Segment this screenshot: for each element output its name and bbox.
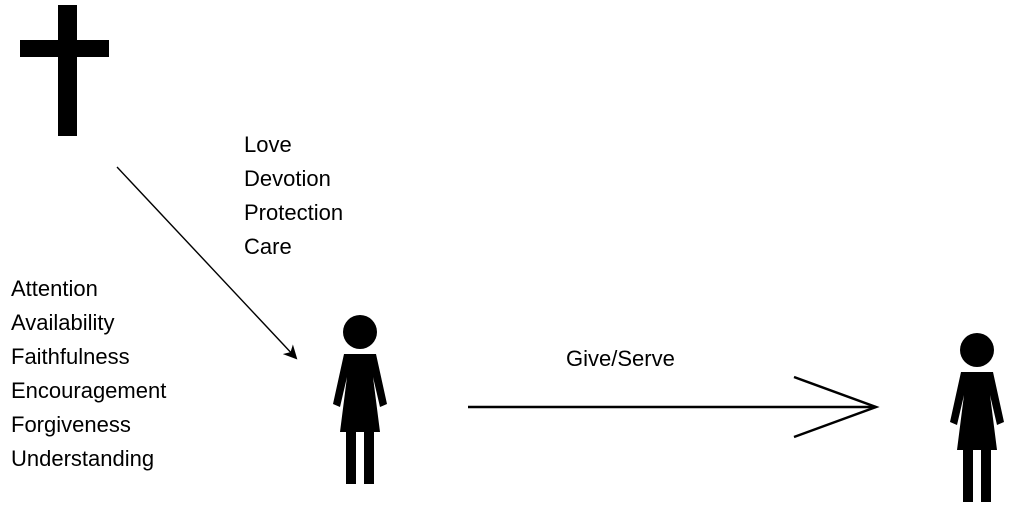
list-item: Encouragement: [11, 378, 167, 403]
list-item: Attention: [11, 276, 98, 301]
woman-icon: [950, 333, 1004, 502]
list-item: Forgiveness: [11, 412, 131, 437]
woman-icon: [333, 315, 387, 484]
list-item: Devotion: [244, 166, 331, 191]
give-serve-arrow: [468, 375, 880, 439]
arrow-label: Give/Serve: [566, 346, 675, 371]
list-item: Faithfulness: [11, 344, 130, 369]
love-qualities-list: Love Devotion Protection Care: [244, 128, 343, 264]
list-item: Availability: [11, 310, 115, 335]
cross-icon: [20, 5, 109, 136]
list-item: Love: [244, 132, 292, 157]
virtues-list: Attention Availability Faithfulness Enco…: [11, 272, 166, 476]
list-item: Protection: [244, 200, 344, 225]
list-item: Care: [244, 234, 292, 259]
blessing-arrow: [116, 166, 298, 360]
list-item: Understanding: [11, 446, 155, 471]
